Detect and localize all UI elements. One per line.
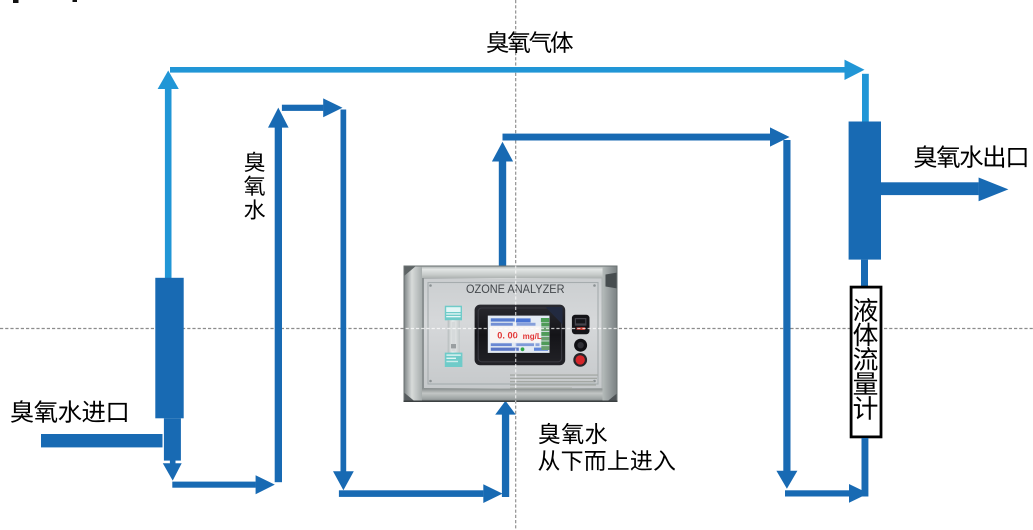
svg-text:0. 00: 0. 00 bbox=[497, 331, 517, 341]
svg-text:mg/L: mg/L bbox=[523, 332, 542, 341]
